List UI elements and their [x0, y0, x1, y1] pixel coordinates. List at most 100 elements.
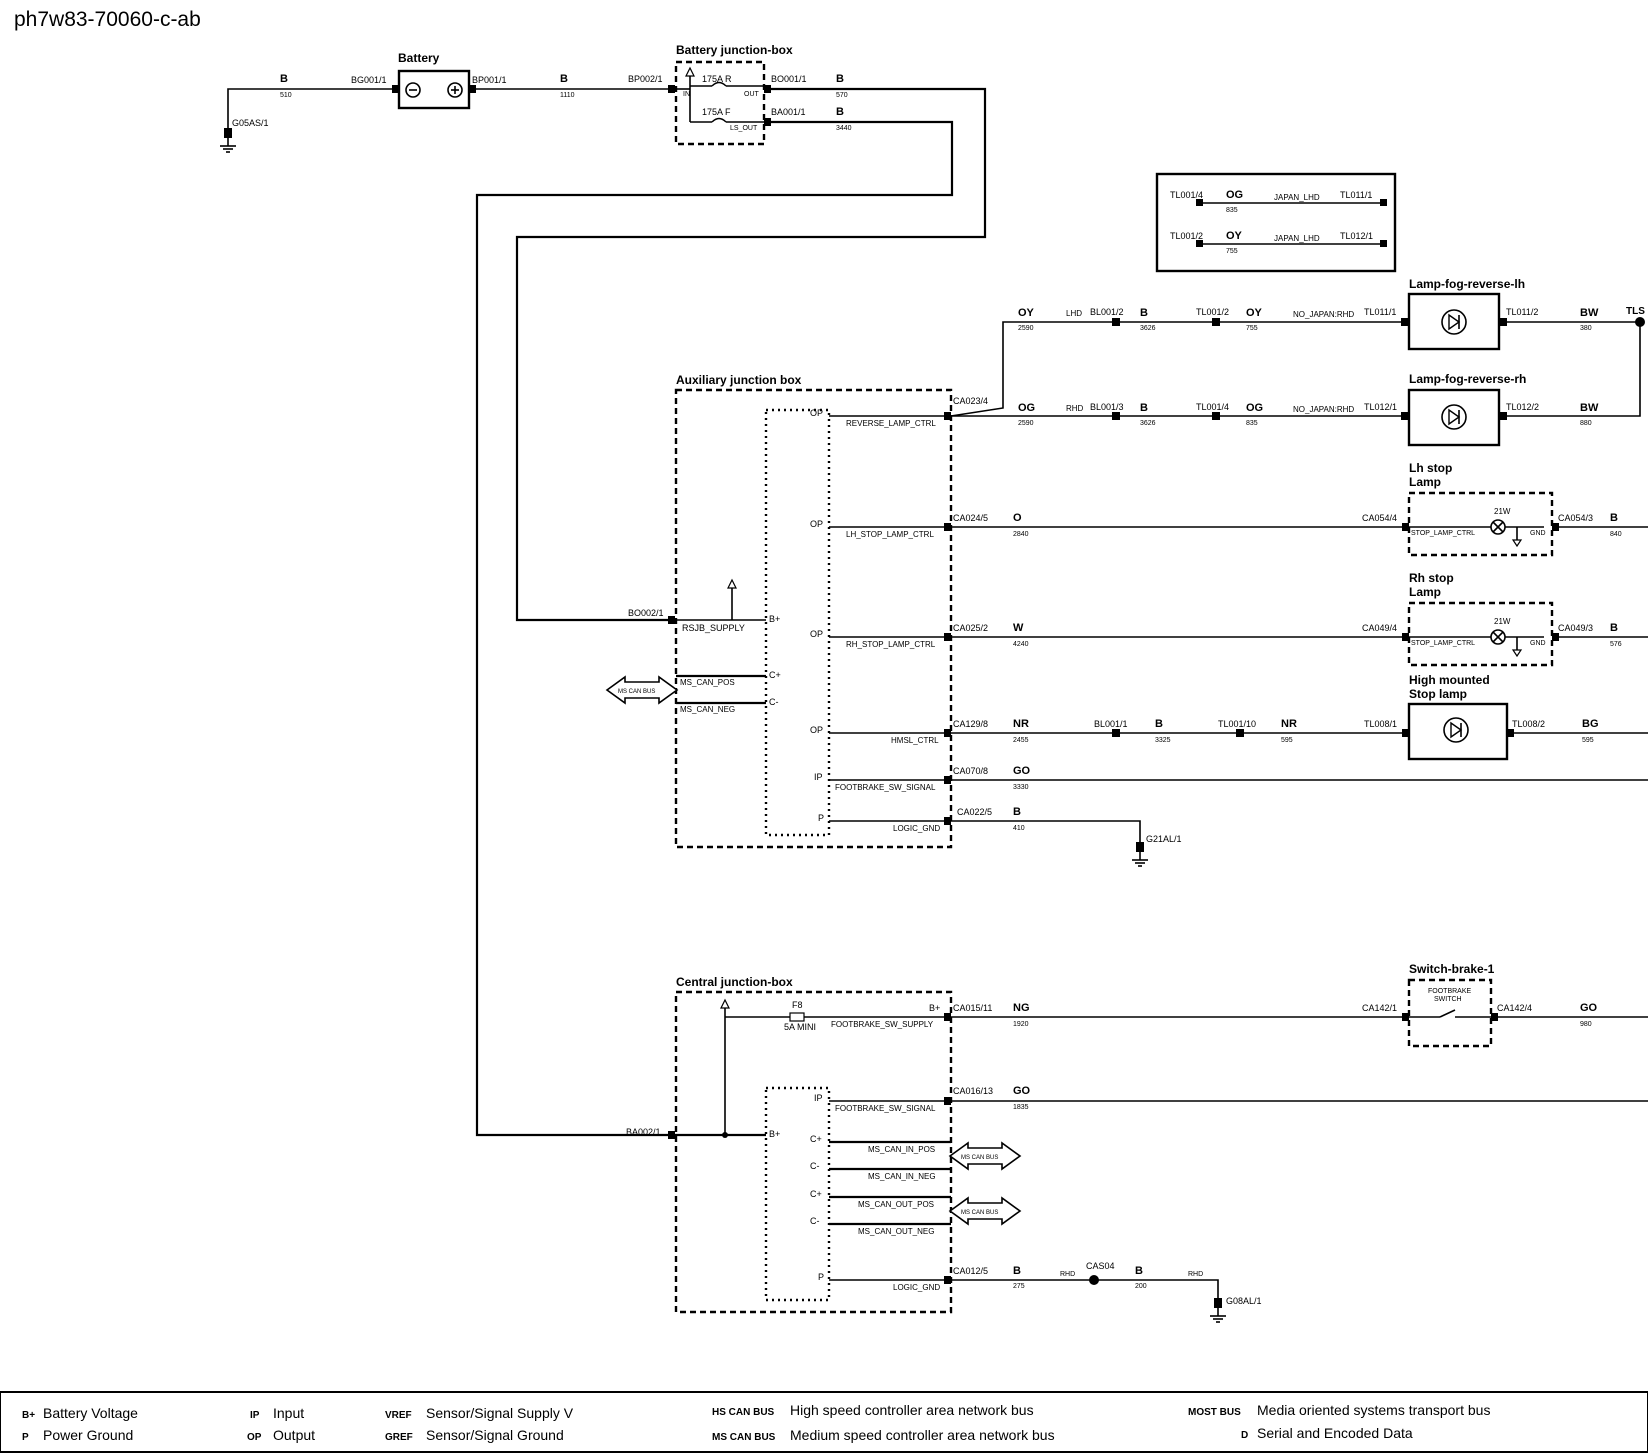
svg-text:High mounted: High mounted: [1409, 673, 1490, 687]
high-mounted-stop-lamp: BL001/1 B 3325 TL001/10 NR 595 TL008/1 H…: [1094, 673, 1648, 761]
ground-arrow-icon: [1511, 649, 1523, 658]
led-lamp-icon: [1441, 309, 1467, 335]
svg-text:B: B: [1155, 718, 1163, 730]
battery-positive-icon: [447, 82, 463, 98]
led-lamp-icon: [1441, 404, 1467, 430]
connector-label: BG001/1: [351, 75, 387, 85]
fuse-label: 175A R: [702, 74, 732, 84]
svg-text:GREF: GREF: [385, 1432, 413, 1443]
svg-text:CA024/5: CA024/5: [953, 513, 988, 523]
battery-negative-icon: [405, 82, 421, 98]
svg-text:CA049/4: CA049/4: [1362, 623, 1397, 633]
svg-text:B: B: [1610, 622, 1618, 634]
svg-text:B+: B+: [769, 1129, 780, 1139]
svg-text:Serial and Encoded Data: Serial and Encoded Data: [1257, 1425, 1413, 1441]
wire-bjb-to-aux: [515, 87, 987, 622]
svg-text:CA129/8: CA129/8: [953, 719, 988, 729]
bulb-icon: [1490, 629, 1506, 645]
svg-text:GND: GND: [1530, 640, 1546, 647]
in-label: IN: [683, 91, 690, 98]
svg-text:SWITCH: SWITCH: [1434, 996, 1462, 1003]
svg-text:TL011/1: TL011/1: [1364, 307, 1396, 317]
svg-text:CAS04: CAS04: [1086, 1261, 1115, 1271]
supply-arrow-icon: [727, 578, 737, 589]
svg-text:NR: NR: [1013, 718, 1029, 730]
svg-text:3330: 3330: [1013, 784, 1029, 791]
svg-text:MS_CAN_IN_POS: MS_CAN_IN_POS: [868, 1145, 935, 1154]
svg-text:STOP_LAMP_CTRL: STOP_LAMP_CTRL: [1411, 640, 1475, 647]
svg-text:BW: BW: [1580, 307, 1599, 319]
fuse-icon: [711, 81, 727, 87]
ms-can-bus-arrow-icon: [948, 1141, 1022, 1171]
svg-text:IP: IP: [814, 1093, 823, 1103]
ls-out-label: LS_OUT: [730, 125, 758, 132]
svg-text:O: O: [1013, 512, 1022, 524]
svg-text:OP: OP: [810, 725, 823, 735]
svg-text:835: 835: [1246, 420, 1258, 427]
central-junction-box: Central junction-box BA002/1 B+ F8 5A MI…: [626, 975, 1648, 1323]
wire-color: B: [280, 73, 288, 85]
svg-text:Sensor/Signal Ground: Sensor/Signal Ground: [426, 1427, 564, 1443]
svg-text:CA054/3: CA054/3: [1558, 513, 1593, 523]
svg-text:MOST BUS: MOST BUS: [1188, 1407, 1241, 1418]
svg-text:755: 755: [1246, 325, 1258, 332]
legend: B+ Battery Voltage P Power Ground IP Inp…: [0, 1391, 1648, 1453]
svg-text:GO: GO: [1013, 765, 1031, 777]
svg-text:HS CAN BUS: HS CAN BUS: [712, 1407, 775, 1418]
svg-text:NO_JAPAN:RHD: NO_JAPAN:RHD: [1293, 405, 1354, 414]
wire-color: B: [836, 106, 844, 118]
pin-type: C+: [769, 670, 781, 680]
svg-text:FOOTBRAKE: FOOTBRAKE: [1428, 988, 1472, 995]
svg-text:2455: 2455: [1013, 737, 1029, 744]
svg-text:1835: 1835: [1013, 1104, 1029, 1111]
svg-text:REVERSE_LAMP_CTRL: REVERSE_LAMP_CTRL: [846, 419, 936, 428]
ground-symbol-icon: [1132, 842, 1148, 867]
svg-text:MS CAN BUS: MS CAN BUS: [712, 1432, 776, 1443]
svg-text:RH_STOP_LAMP_CTRL: RH_STOP_LAMP_CTRL: [846, 640, 936, 649]
bus-label: MS CAN BUS: [618, 689, 655, 695]
ajb-pin-lh-stop: OP LH_STOP_LAMP_CTRL CA024/5 O 2840: [810, 512, 1029, 539]
svg-text:595: 595: [1281, 737, 1293, 744]
lh-stop-lamp: Lh stop Lamp CA054/4 STOP_LAMP_CTRL 21W …: [1362, 461, 1648, 557]
svg-text:LOGIC_GND: LOGIC_GND: [893, 824, 940, 833]
svg-text:OP: OP: [247, 1432, 262, 1443]
fuse-label: 175A F: [702, 107, 731, 117]
svg-text:BA002/1: BA002/1: [626, 1127, 661, 1137]
svg-text:C-: C-: [810, 1161, 820, 1171]
svg-text:CA025/2: CA025/2: [953, 623, 988, 633]
svg-text:Output: Output: [273, 1427, 315, 1443]
svg-text:OY: OY: [1018, 307, 1035, 319]
cjb-title: Central junction-box: [676, 975, 793, 989]
svg-text:CA049/3: CA049/3: [1558, 623, 1593, 633]
connector-label: BP002/1: [628, 74, 663, 84]
svg-text:OP: OP: [810, 519, 823, 529]
reverse-lamp-circuit: OY 2590 LHD BL001/2 B 3626 TL001/2 OY 75…: [950, 277, 1645, 447]
svg-text:RHD: RHD: [1066, 404, 1084, 413]
svg-text:LHD: LHD: [1066, 309, 1082, 318]
svg-text:Lamp: Lamp: [1409, 475, 1441, 489]
svg-text:RHD: RHD: [1188, 1271, 1203, 1278]
svg-text:TLS: TLS: [1626, 306, 1645, 317]
svg-text:TL012/2: TL012/2: [1506, 402, 1539, 412]
cjb-can-in-neg: C- MS_CAN_IN_NEG: [810, 1161, 951, 1181]
battery-section: G05AS/1 B 510 BG001/1 Battery BP001/1 B …: [220, 51, 668, 153]
wire-number: 510: [280, 92, 292, 99]
svg-text:576: 576: [1610, 641, 1622, 648]
auxiliary-junction-box: Auxiliary junction box BO002/1 RSJB_SUPP…: [605, 373, 1031, 849]
connector-label: TL012/1: [1340, 231, 1373, 241]
lamp-title: Lamp-fog-reverse-lh: [1409, 277, 1525, 291]
svg-text:STOP_LAMP_CTRL: STOP_LAMP_CTRL: [1411, 530, 1475, 537]
svg-text:B+: B+: [22, 1410, 35, 1421]
svg-text:BG: BG: [1582, 718, 1599, 730]
svg-text:GO: GO: [1013, 1085, 1031, 1097]
wire-color: OG: [1226, 189, 1243, 201]
svg-text:G08AL/1: G08AL/1: [1226, 1296, 1262, 1306]
svg-text:Power Ground: Power Ground: [43, 1427, 133, 1443]
document-id: ph7w83-70060-c-ab: [14, 8, 201, 31]
svg-text:NG: NG: [1013, 1002, 1030, 1014]
svg-text:TL008/2: TL008/2: [1512, 719, 1545, 729]
svg-text:OG: OG: [1018, 402, 1035, 414]
svg-text:Sensor/Signal Supply V: Sensor/Signal Supply V: [426, 1405, 574, 1421]
svg-text:TL001/4: TL001/4: [1196, 402, 1229, 412]
